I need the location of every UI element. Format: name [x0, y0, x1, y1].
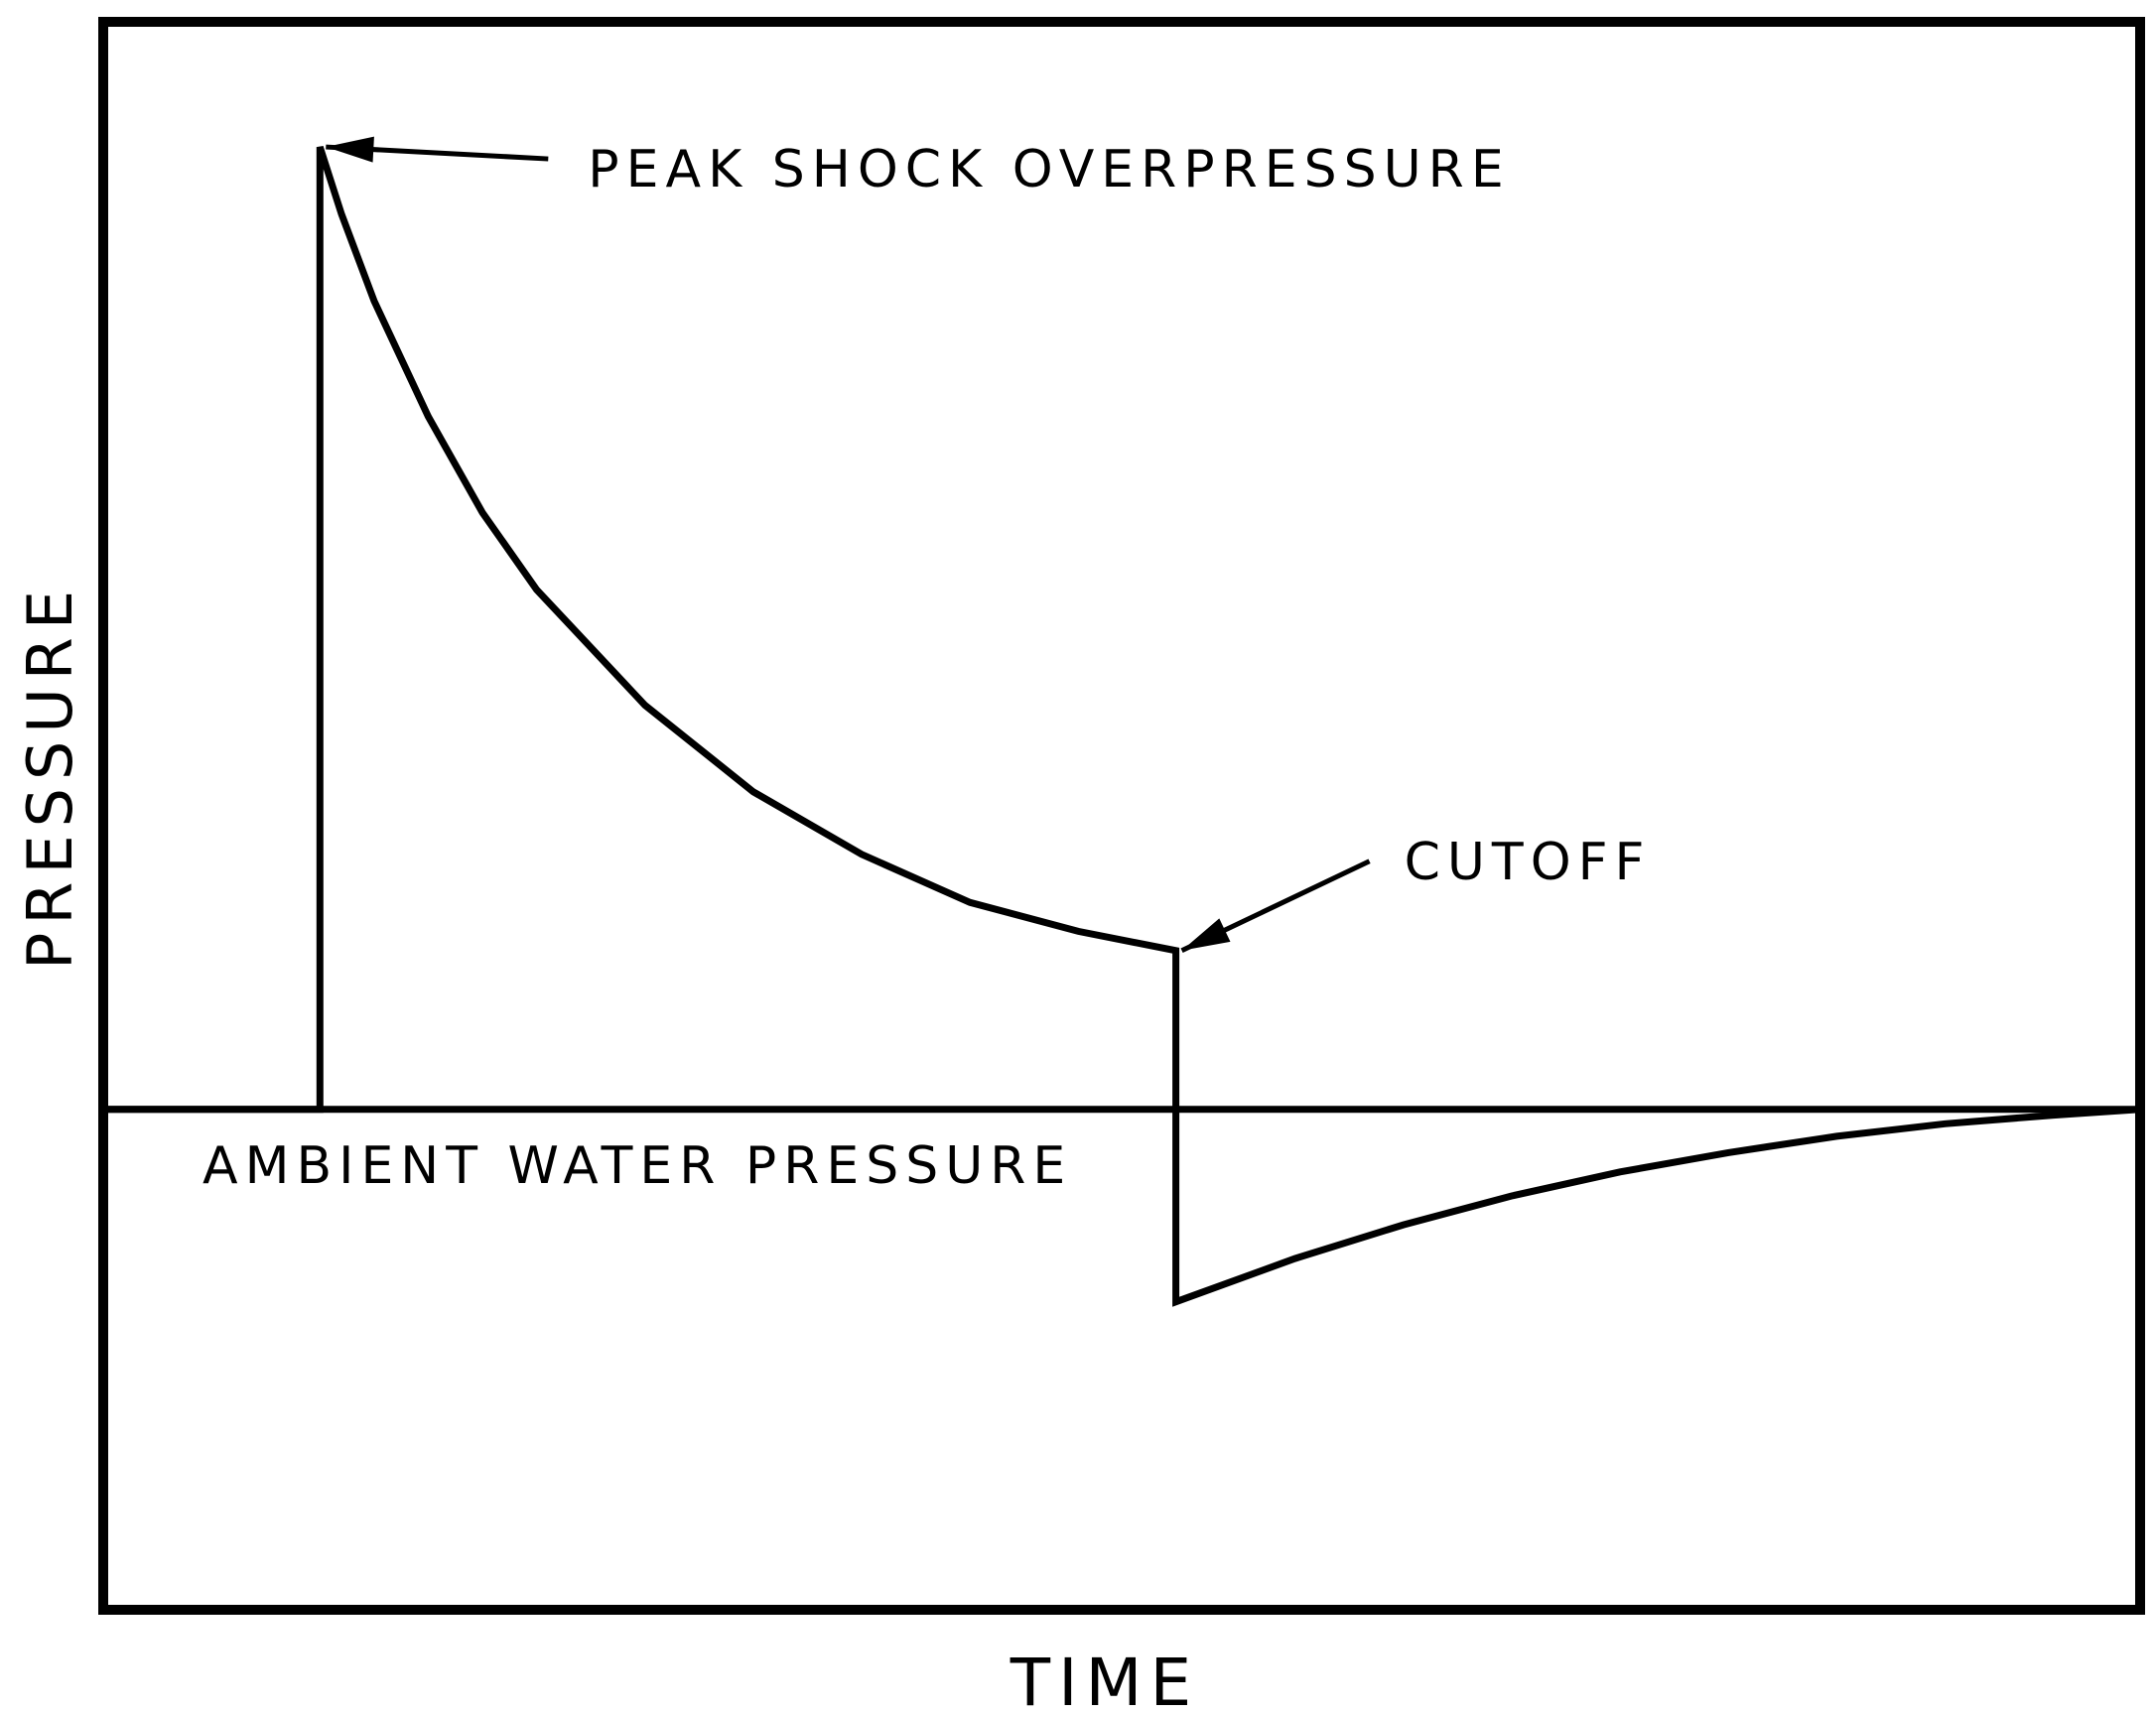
cutoff-label: CUTOFF	[1405, 833, 1652, 892]
cutoff-arrowhead	[1181, 918, 1231, 951]
plot-frame	[98, 17, 2145, 1615]
chart-marks: AMBIENT WATER PRESSURE PEAK SHOCK OVERPRE…	[103, 136, 2141, 1307]
x-axis-label: TIME	[1010, 1645, 1199, 1714]
pressure-curve-0	[103, 146, 2141, 1307]
peak-arrowhead	[326, 136, 374, 163]
y-axis-label: PRESSURE	[14, 583, 86, 970]
ambient-pressure-label: AMBIENT WATER PRESSURE	[202, 1136, 1072, 1196]
peak-label: PEAK SHOCK OVERPRESSURE	[588, 140, 1510, 199]
